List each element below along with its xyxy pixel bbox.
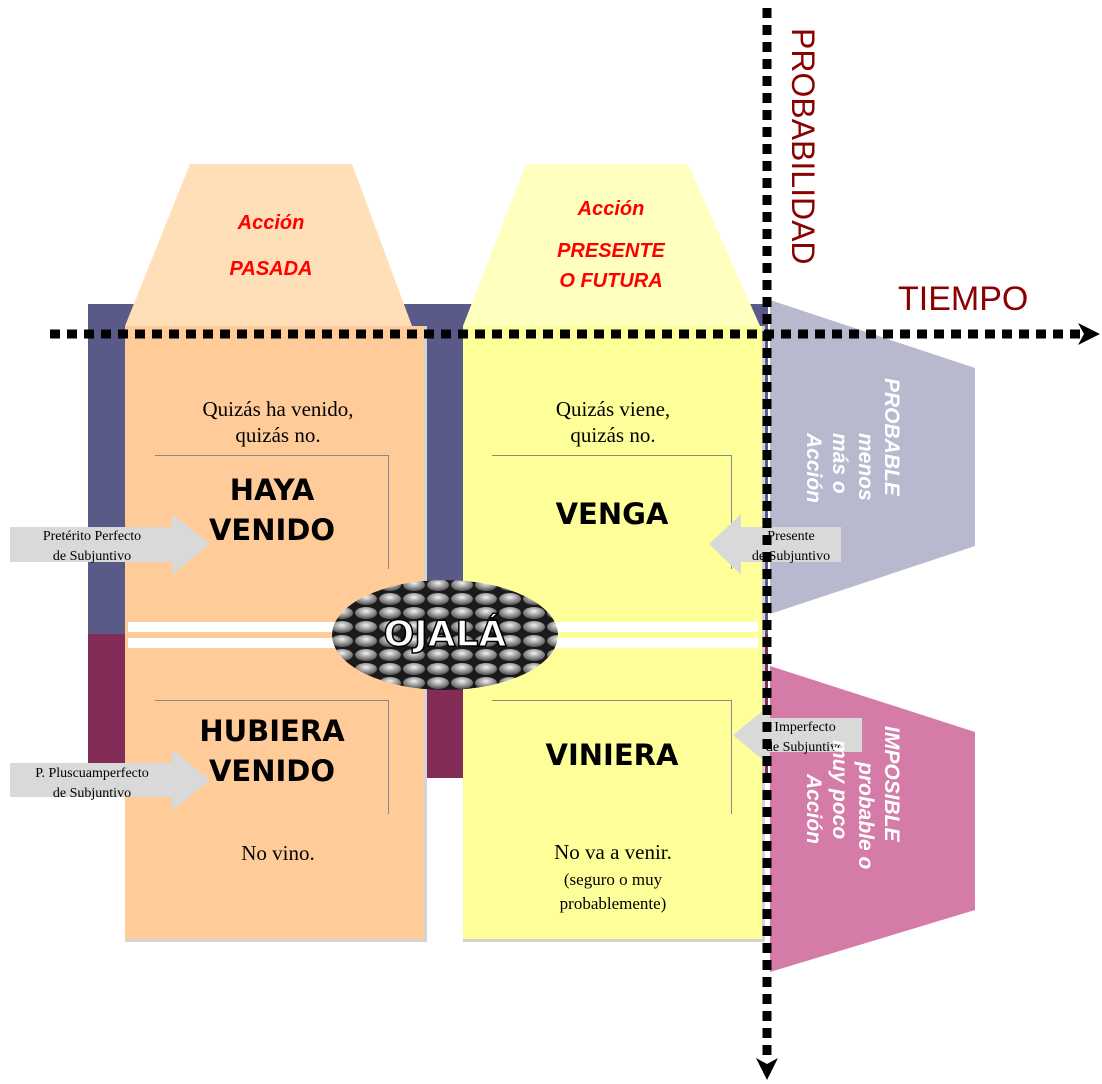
- verb-line: VENIDO: [208, 754, 336, 788]
- side-line: muy poco: [828, 740, 851, 840]
- side-line: Acción: [802, 774, 825, 845]
- present-improbable-sentence: No va a venir. (seguro o muy probablemen…: [463, 840, 763, 916]
- arrow-label-line: Pretérito Perfecto: [42, 529, 142, 544]
- arrow-pluscuamperfecto-label: P. Pluscuamperfecto de Subjuntivo: [12, 764, 172, 804]
- arrow-label-line: de Subjuntivo: [52, 786, 132, 801]
- venga-verb: VENGA: [492, 494, 732, 534]
- time-axis-arrowhead: [1078, 323, 1100, 345]
- past-heading-line2: PASADA: [229, 258, 313, 280]
- present-heading-line2: PRESENTE: [557, 240, 665, 262]
- probable-side-label: PROBABLE menos más o Acción: [800, 378, 904, 503]
- past-heading-line1: Acción: [237, 212, 305, 234]
- verb-line: HUBIERA: [199, 714, 345, 748]
- sentence-line: quizás no.: [235, 423, 321, 447]
- side-line: PROBABLE: [880, 378, 903, 496]
- past-header-shape: [125, 164, 412, 326]
- arrow-perfecto-label: Pretérito Perfecto de Subjuntivo: [12, 527, 172, 567]
- side-line: más o: [828, 433, 851, 494]
- present-heading: Acción PRESENTE O FUTURA: [526, 194, 696, 296]
- ojala-ellipse: [332, 580, 558, 690]
- present-header-shape: [463, 164, 760, 326]
- arrow-presente-shape: [709, 514, 841, 575]
- ojala-label: OJALÁ: [383, 613, 507, 656]
- haya-venido-box: [155, 455, 389, 569]
- arrow-perfecto-shape: [10, 514, 210, 575]
- arrow-label-line: de Subjuntivo: [52, 549, 132, 564]
- arrow-label-line: Imperfecto: [774, 720, 836, 735]
- hubiera-venido-box: [155, 700, 389, 814]
- verb-line: VENIDO: [208, 513, 336, 547]
- sentence-line: quizás no.: [570, 423, 656, 447]
- time-axis-label: TIEMPO: [898, 280, 1029, 318]
- past-improbable-sentence: No vino.: [128, 840, 428, 866]
- sentence-line: (seguro o muy: [563, 870, 663, 889]
- sentence-line: No va a venir.: [554, 840, 672, 864]
- sentence-line: Quizás viene,: [555, 397, 671, 421]
- verb-line: HAYA: [229, 473, 315, 507]
- venga-box: [492, 455, 732, 569]
- verb-line: VINIERA: [545, 738, 679, 772]
- arrow-imperfecto-label: Imperfecto de Subjuntivo: [748, 718, 862, 758]
- improbable-side-label: IMPOSIBLE probable o muy poco Acción: [800, 726, 904, 869]
- present-heading-line3: O FUTURA: [559, 270, 663, 292]
- hubiera-venido-verb: HUBIERA VENIDO: [155, 711, 389, 791]
- viniera-verb: VINIERA: [492, 735, 732, 775]
- past-heading: Acción PASADA: [190, 200, 352, 292]
- arrow-pluscuamperfecto-shape: [10, 749, 210, 811]
- arrow-imperfecto-shape: [733, 705, 862, 766]
- verb-line: VENGA: [555, 497, 669, 531]
- probability-axis-label: PROBABILIDAD: [785, 28, 821, 265]
- sentence-line: No vino.: [241, 841, 315, 865]
- side-line: probable o: [854, 762, 877, 870]
- arrow-label-line: Presente: [767, 529, 815, 544]
- present-probable-sentence: Quizás viene, quizás no.: [463, 396, 763, 448]
- arrow-label-line: de Subjuntivo: [765, 740, 845, 755]
- side-line: menos: [854, 433, 877, 501]
- side-line: Acción: [802, 433, 825, 504]
- sentence-line: Quizás ha venido,: [202, 397, 354, 421]
- sentence-line: probablemente): [559, 894, 667, 913]
- present-heading-line1: Acción: [577, 198, 645, 220]
- viniera-box: [492, 700, 732, 814]
- arrow-label-line: P. Pluscuamperfecto: [35, 766, 149, 781]
- probability-axis-arrowhead: [756, 1058, 778, 1080]
- past-probable-sentence: Quizás ha venido, quizás no.: [128, 396, 428, 448]
- haya-venido-verb: HAYA VENIDO: [155, 470, 389, 550]
- side-line: IMPOSIBLE: [880, 726, 903, 842]
